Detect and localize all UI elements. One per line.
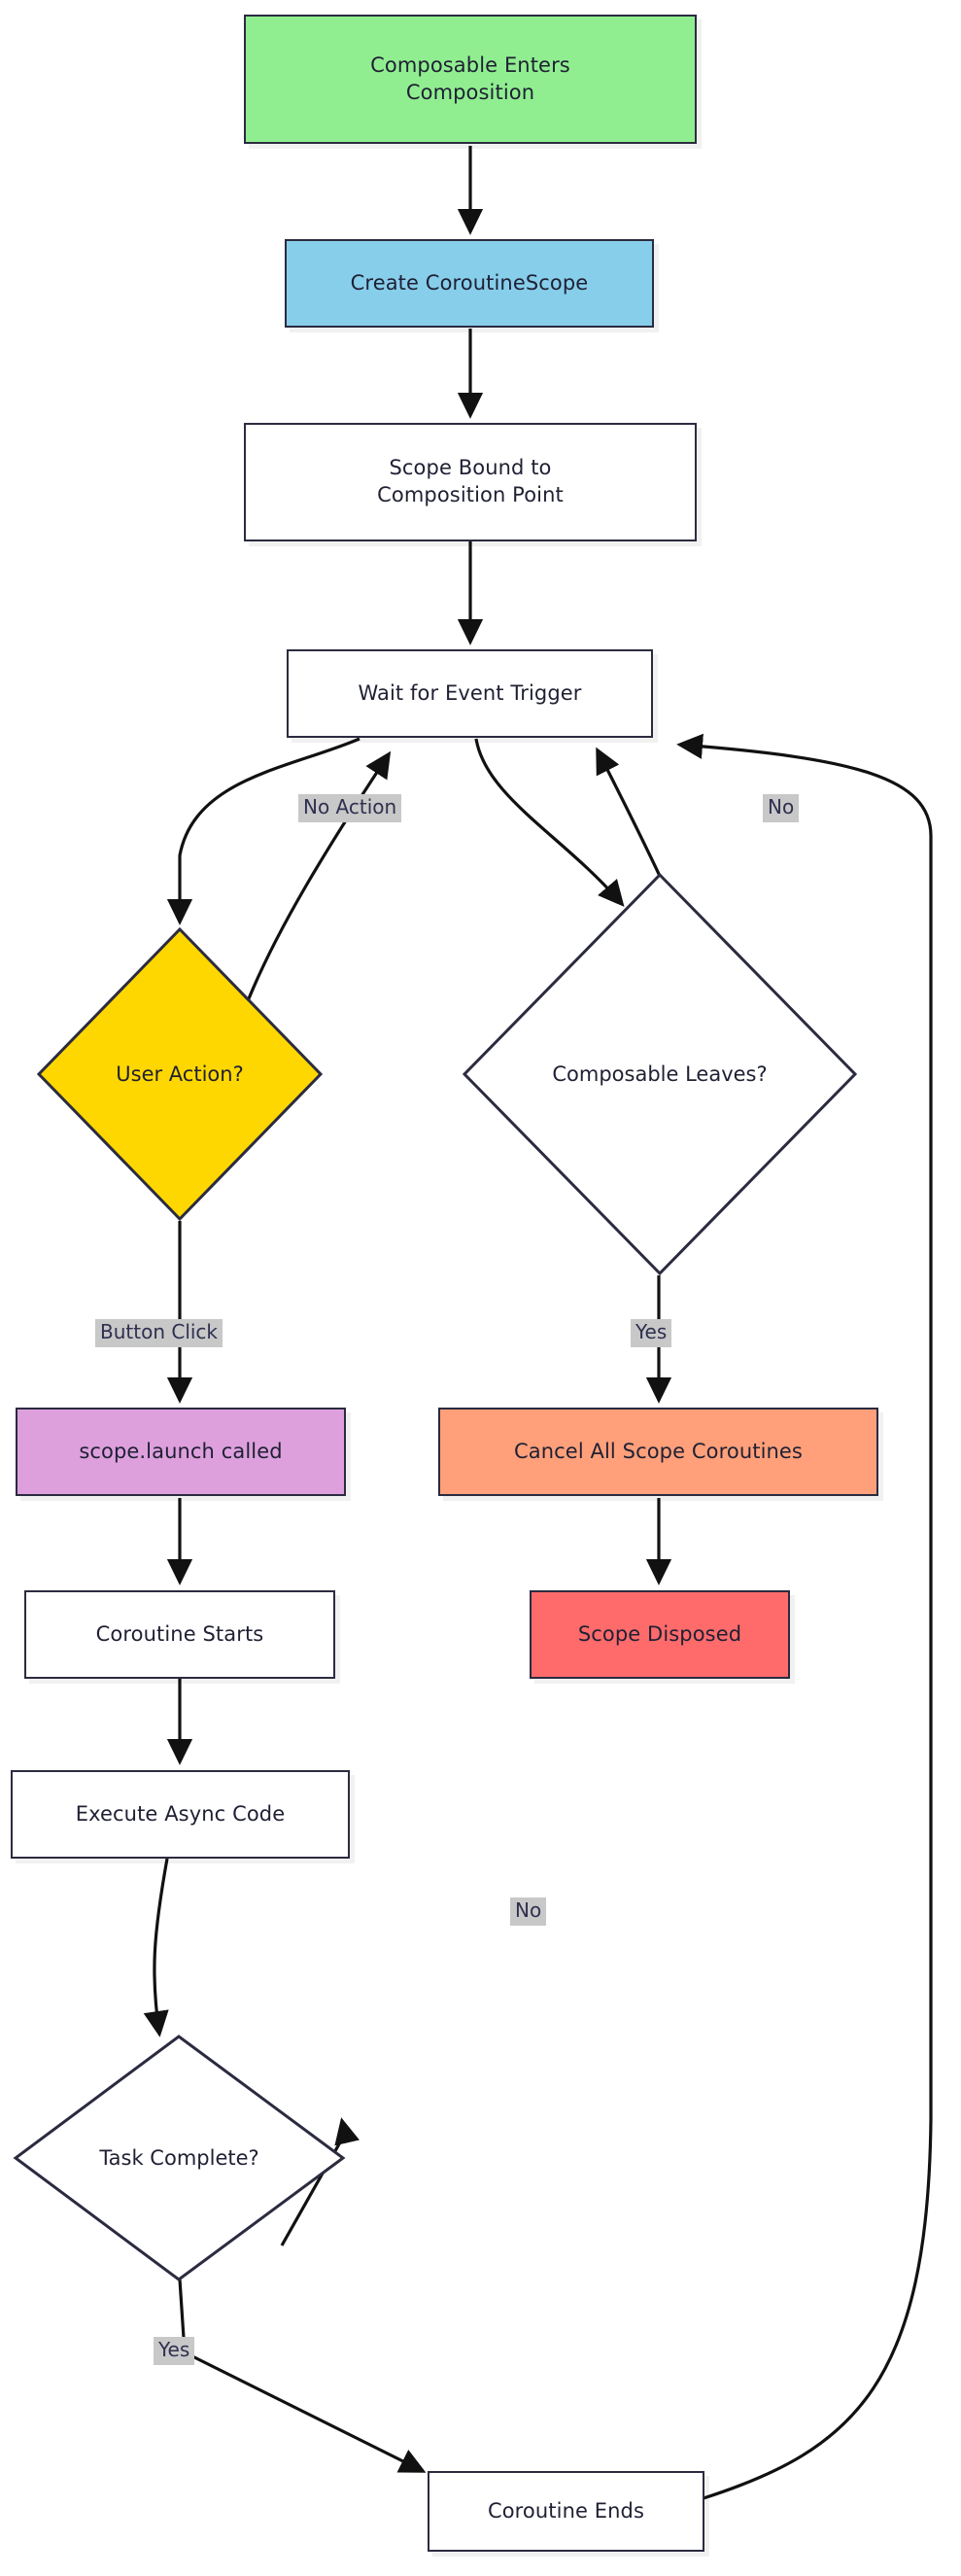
- node-label: Scope Disposed: [577, 1621, 742, 1646]
- edge-n12-n11: [280, 2117, 360, 2246]
- node-create-coroutinescope[interactable]: Create CoroutineScope: [285, 239, 654, 328]
- node-label: Scope Bound to Composition Point: [377, 456, 564, 506]
- node-composable-leaves-decision[interactable]: Composable Leaves?: [461, 871, 859, 1277]
- edge-n5-n4: [239, 750, 392, 1020]
- edge-label-yes-task-complete: Yes: [154, 2337, 195, 2365]
- node-composable-enters-composition[interactable]: Composable Enters Composition: [244, 15, 697, 144]
- node-scope-launch-called[interactable]: scope.launch called: [16, 1408, 346, 1496]
- node-label: Wait for Event Trigger: [358, 680, 582, 705]
- edge-n4-n5: [166, 737, 360, 925]
- node-cancel-all-scope-coroutines[interactable]: Cancel All Scope Coroutines: [438, 1408, 878, 1496]
- node-user-action-decision[interactable]: User Action?: [35, 925, 325, 1223]
- node-label: Execute Async Code: [75, 1801, 286, 1826]
- node-execute-async-code[interactable]: Execute Async Code: [11, 1770, 350, 1859]
- edge-label-no-composable-leaves: No: [763, 794, 800, 822]
- node-scope-disposed[interactable]: Scope Disposed: [530, 1590, 790, 1679]
- edge-label-yes-composable-leaves: Yes: [631, 1319, 672, 1347]
- edge-label-no-task-complete: No: [510, 1897, 547, 1926]
- edge-label-no-action: No Action: [298, 794, 402, 822]
- node-coroutine-ends[interactable]: Coroutine Ends: [428, 2471, 704, 2552]
- edge-label-button-click: Button Click: [95, 1319, 223, 1347]
- node-task-complete-decision[interactable]: Task Complete?: [13, 2034, 346, 2282]
- node-label: Create CoroutineScope: [350, 270, 589, 295]
- edge-n11-n12: [143, 1858, 169, 2037]
- node-scope-bound-to-composition-point[interactable]: Scope Bound to Composition Point: [244, 423, 697, 541]
- node-label: Composable Enters Composition: [370, 52, 570, 104]
- node-label: scope.launch called: [79, 1439, 283, 1463]
- edge-n12-n13: [178, 2279, 427, 2473]
- node-label: Coroutine Ends: [487, 2498, 645, 2523]
- node-wait-for-event-trigger[interactable]: Wait for Event Trigger: [287, 649, 653, 738]
- node-coroutine-starts[interactable]: Coroutine Starts: [24, 1590, 335, 1679]
- node-label: Cancel All Scope Coroutines: [514, 1439, 803, 1463]
- edge-n13-n4: [676, 733, 933, 2500]
- node-label: Coroutine Starts: [95, 1621, 264, 1646]
- edge-n4-n6: [474, 738, 625, 907]
